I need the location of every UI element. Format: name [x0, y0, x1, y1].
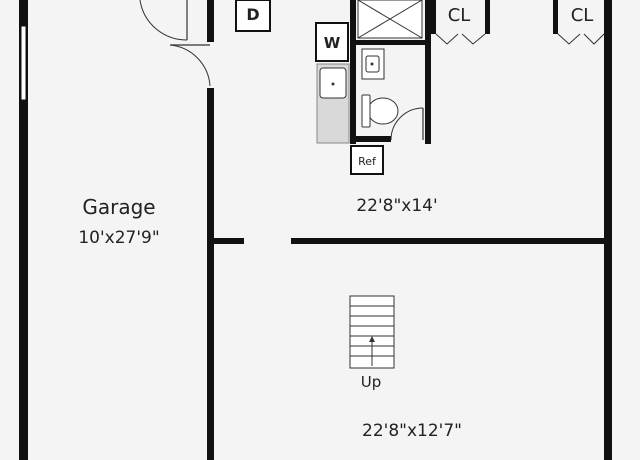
garage-room-wall-bottom	[207, 88, 214, 460]
bath-door-swing	[390, 107, 424, 141]
closet-2-doors-icon	[557, 33, 605, 45]
fridge-icon	[350, 145, 384, 175]
garage-room-wall-top	[207, 0, 214, 42]
washer-label: W	[324, 34, 341, 52]
closet-1-label: CL	[448, 5, 471, 26]
closet-1-wall-right	[485, 0, 490, 34]
mid-wall-left	[211, 238, 244, 244]
closet-2-label: CL	[571, 5, 594, 26]
garage-door-swing-top	[139, 0, 188, 41]
closet-1-wall-left	[431, 0, 436, 34]
right-wall	[604, 0, 612, 460]
garage-window	[20, 25, 27, 101]
closet-2-wall-left	[553, 0, 558, 34]
closet-1-doors-icon	[435, 33, 486, 45]
mid-wall-right	[291, 238, 609, 244]
fridge-label: Ref	[358, 155, 377, 168]
washer-icon	[315, 22, 349, 62]
toilet-bowl-icon	[367, 97, 399, 125]
bath-right-wall	[425, 0, 431, 144]
bath-bottom-wall	[350, 136, 391, 142]
stairs	[349, 295, 395, 369]
upper-room-size: 22'8"x14'	[356, 196, 437, 216]
garage-size: 10'x27'9"	[78, 228, 159, 248]
dryer-label: D	[246, 5, 259, 24]
closet-2-wall-right	[604, 0, 609, 34]
shower-bottom-wall	[350, 40, 431, 45]
shower-cross-2	[357, 0, 423, 39]
dryer-icon	[235, 0, 271, 32]
lower-room-size: 22'8"x12'7"	[362, 421, 462, 441]
bath-left-wall	[350, 0, 356, 144]
bath-sink-drain	[370, 62, 374, 66]
toilet-tank-icon	[361, 94, 371, 128]
utility-sink-drain	[331, 82, 335, 86]
garage-left-wall	[19, 0, 28, 460]
garage-door-swing	[169, 44, 211, 87]
stairs-arrow-icon	[369, 336, 375, 342]
stairs-label: Up	[361, 373, 382, 391]
garage-name: Garage	[82, 195, 155, 219]
